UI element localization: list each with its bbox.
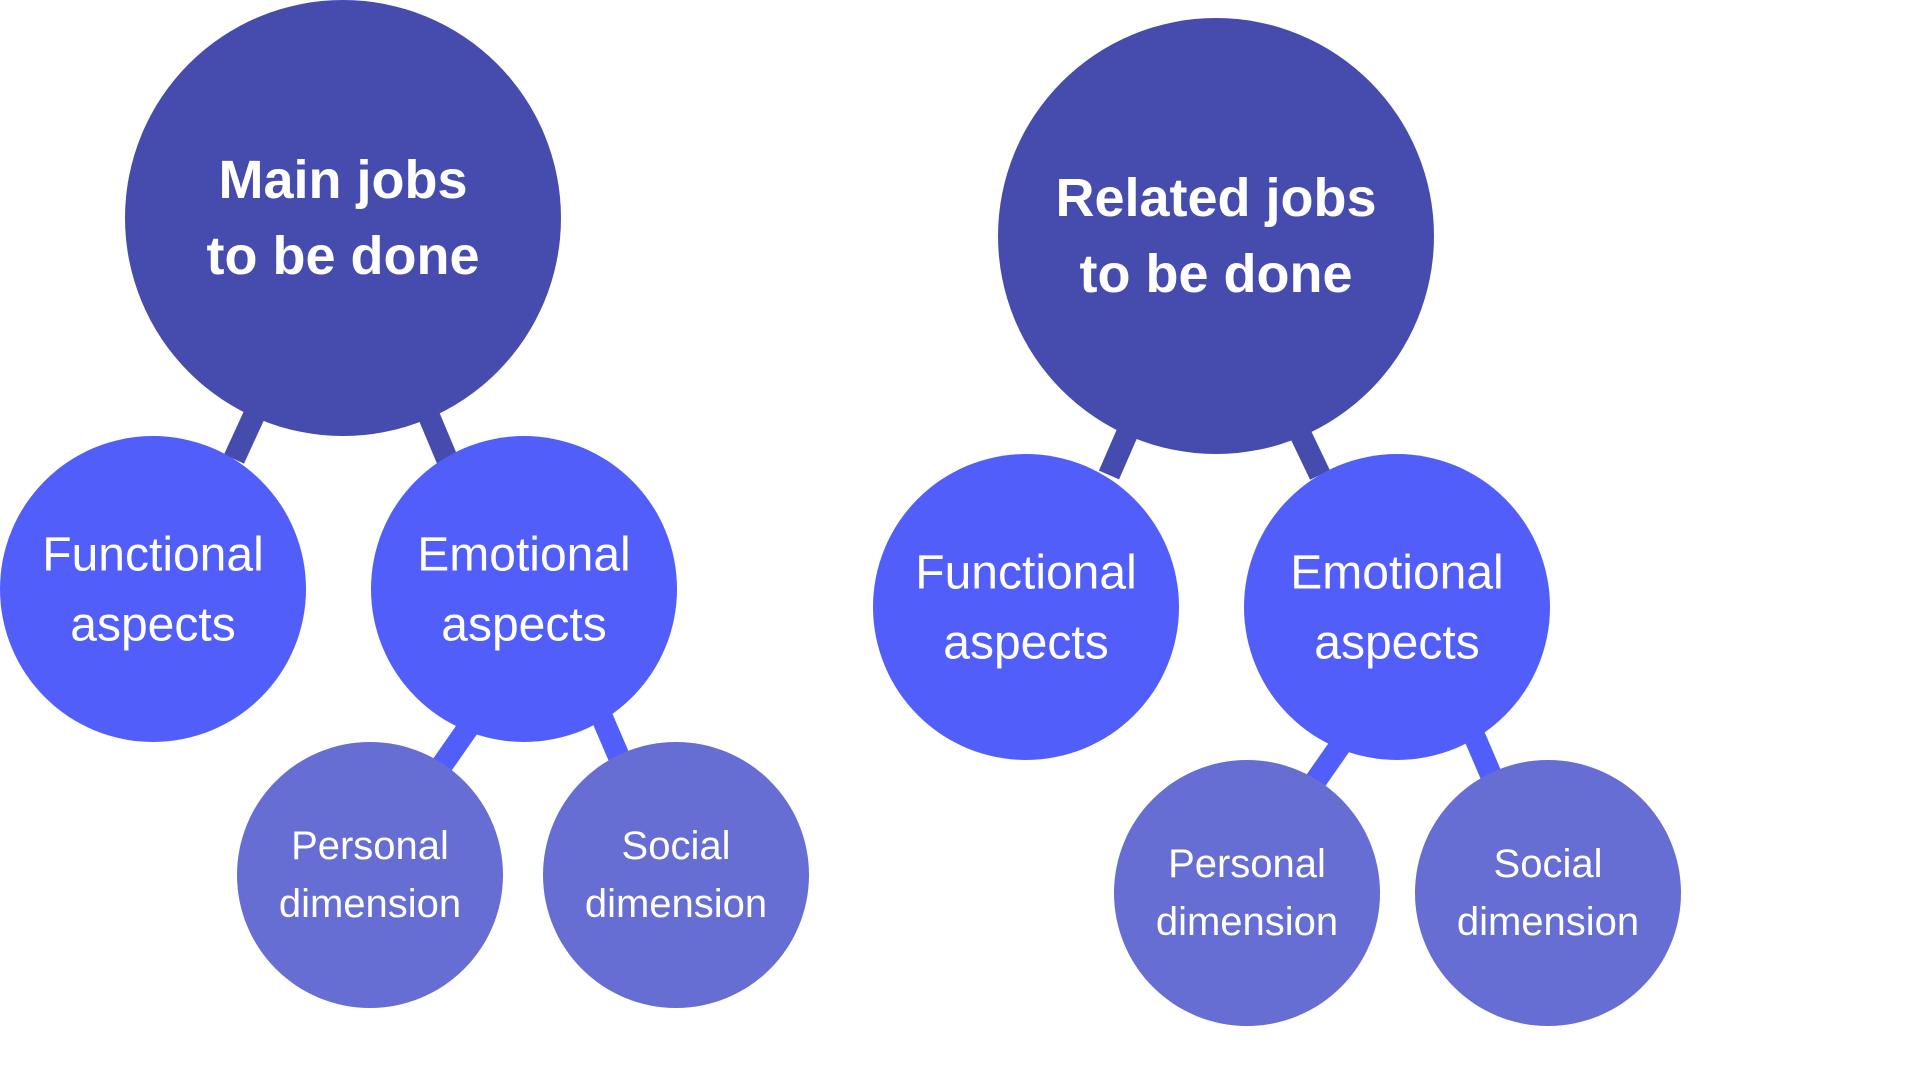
connector-emotional-social (590, 710, 630, 762)
connector-root-functional (224, 404, 267, 464)
functional-aspects-circle (0, 436, 306, 742)
emotional-aspects-label-line1: Emotional (417, 529, 630, 582)
emotional-aspects-node: Emotional aspects (1244, 454, 1550, 760)
social-dimension-label-line2: dimension (1457, 900, 1639, 944)
social-dimension-label-line1: Social (622, 824, 731, 868)
social-dimension-node: Social dimension (1415, 760, 1681, 1026)
tree-related-jobs: Related jobs to be done Functional aspec… (873, 18, 1681, 1026)
social-dimension-label-line1: Social (1494, 842, 1603, 886)
functional-aspects-label-line2: aspects (943, 617, 1108, 670)
functional-aspects-label-line2: aspects (70, 599, 235, 652)
related-jobs-label-line2: to be done (1080, 244, 1353, 304)
emotional-aspects-circle (1244, 454, 1550, 760)
main-jobs-label-line1: Main jobs (218, 150, 467, 210)
related-jobs-label-line1: Related jobs (1055, 168, 1376, 228)
main-jobs-label-line2: to be done (207, 226, 480, 286)
personal-dimension-node: Personal dimension (1114, 760, 1380, 1026)
emotional-aspects-label-line2: aspects (1314, 617, 1479, 670)
functional-aspects-node: Functional aspects (0, 436, 306, 742)
functional-aspects-label-line1: Functional (915, 547, 1136, 600)
emotional-aspects-label-line2: aspects (441, 599, 606, 652)
functional-aspects-circle (873, 454, 1179, 760)
social-dimension-node: Social dimension (543, 742, 809, 1008)
personal-dimension-label-line2: dimension (279, 882, 461, 926)
personal-dimension-circle (237, 742, 503, 1008)
connector-root-emotional (1288, 424, 1330, 480)
social-dimension-label-line2: dimension (585, 882, 767, 926)
personal-dimension-node: Personal dimension (237, 742, 503, 1008)
main-jobs-node: Main jobs to be done (125, 0, 561, 436)
personal-dimension-label-line2: dimension (1156, 900, 1338, 944)
connector-emotional-personal (430, 718, 480, 775)
social-dimension-circle (543, 742, 809, 1008)
related-jobs-circle (998, 18, 1434, 454)
connector-root-functional (1098, 424, 1140, 480)
functional-aspects-label-line1: Functional (42, 529, 263, 582)
main-jobs-circle (125, 0, 561, 436)
personal-dimension-label-line1: Personal (291, 824, 449, 868)
connector-emotional-social (1462, 728, 1502, 780)
emotional-aspects-label-line1: Emotional (1290, 547, 1503, 600)
personal-dimension-label-line1: Personal (1168, 842, 1326, 886)
related-jobs-node: Related jobs to be done (998, 18, 1434, 454)
emotional-aspects-node: Emotional aspects (371, 436, 677, 742)
connector-emotional-personal (1302, 736, 1352, 793)
personal-dimension-circle (1114, 760, 1380, 1026)
functional-aspects-node: Functional aspects (873, 454, 1179, 760)
emotional-aspects-circle (371, 436, 677, 742)
social-dimension-circle (1415, 760, 1681, 1026)
tree-main-jobs: Main jobs to be done Functional aspects … (0, 0, 809, 1008)
